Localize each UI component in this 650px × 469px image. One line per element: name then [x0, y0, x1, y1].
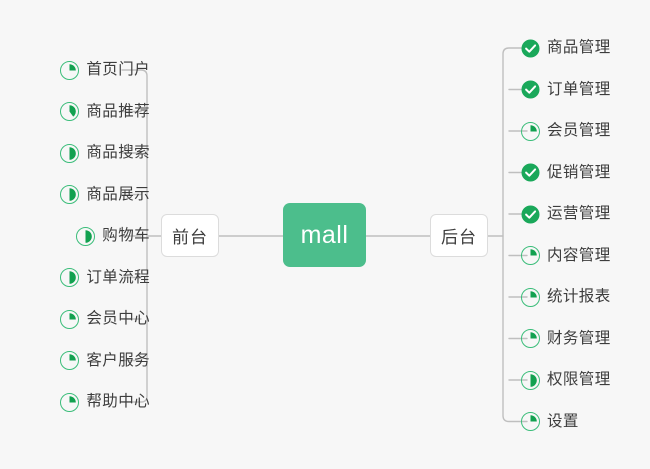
- branch-node-backend-label: 后台: [441, 228, 477, 247]
- leaf-label: 会员管理: [547, 122, 611, 140]
- backend-item-8[interactable]: 财务管理: [521, 324, 611, 354]
- pie-icon: [60, 60, 80, 80]
- pie-icon: [521, 370, 540, 390]
- leaf-label: 商品管理: [547, 39, 611, 57]
- pie-icon: [521, 412, 540, 431]
- pie-icon-wedge: [69, 105, 77, 117]
- leaf-label: 帮助中心: [86, 393, 150, 411]
- pie-icon-ring: [521, 121, 540, 141]
- pie-icon-ring: [60, 185, 80, 204]
- backend-item-9[interactable]: 权限管理: [521, 365, 611, 395]
- pie-icon: [76, 226, 96, 246]
- pie-icon-wedge: [69, 63, 77, 70]
- pie-icon-ring: [60, 351, 80, 370]
- leaf-label: 订单流程: [86, 268, 150, 286]
- backend-item-5[interactable]: 运营管理: [521, 199, 611, 229]
- pie-icon: [521, 287, 540, 307]
- frontend-item-6[interactable]: 订单流程: [60, 263, 150, 293]
- pie-icon-wedge: [530, 415, 537, 422]
- frontend-item-2[interactable]: 商品推荐: [60, 97, 150, 127]
- backend-item-1[interactable]: 商品管理: [521, 33, 611, 63]
- leaf-label: 会员中心: [86, 310, 150, 328]
- frontend-item-5[interactable]: 购物车: [76, 221, 150, 251]
- backend-item-10[interactable]: 设置: [521, 407, 579, 437]
- pie-icon: [60, 268, 80, 287]
- frontend-item-4[interactable]: 商品展示: [60, 180, 150, 210]
- root-node-label: mall: [300, 220, 349, 249]
- pie-icon-wedge: [530, 124, 537, 131]
- pie-icon-wedge: [69, 354, 77, 361]
- frontend-item-1[interactable]: 首页门户: [60, 55, 150, 85]
- pie-icon-ring: [76, 226, 96, 246]
- pie-icon: [521, 246, 540, 265]
- pie-icon-ring: [60, 143, 80, 163]
- pie-icon-wedge: [530, 373, 537, 387]
- check-circle-icon: [521, 205, 540, 224]
- branch-node-frontend[interactable]: 前台: [161, 214, 219, 257]
- pie-icon-wedge: [69, 146, 77, 160]
- pie-icon-ring: [60, 60, 80, 80]
- leaf-label: 运营管理: [547, 205, 611, 223]
- pie-icon-wedge: [69, 312, 77, 319]
- frontend-item-9[interactable]: 帮助中心: [60, 387, 150, 417]
- pie-icon-ring: [521, 412, 540, 431]
- backend-item-4[interactable]: 促销管理: [521, 158, 611, 188]
- pie-icon-ring: [521, 287, 540, 307]
- check-circle-icon: [521, 80, 540, 99]
- backend-item-6[interactable]: 内容管理: [521, 241, 611, 271]
- pie-icon-ring: [521, 370, 540, 390]
- frontend-item-8[interactable]: 客户服务: [60, 346, 150, 376]
- pie-icon-wedge: [85, 229, 93, 243]
- leaf-label: 客户服务: [86, 351, 150, 369]
- backend-item-3[interactable]: 会员管理: [521, 116, 611, 146]
- leaf-label: 首页门户: [86, 61, 150, 79]
- pie-icon-ring: [521, 246, 540, 265]
- check-circle-icon-glyph: [521, 39, 540, 57]
- pie-icon-wedge: [530, 249, 537, 256]
- check-circle-icon-glyph: [521, 205, 540, 223]
- backend-item-2[interactable]: 订单管理: [521, 75, 611, 105]
- pie-icon: [60, 185, 80, 204]
- pie-icon: [60, 392, 80, 412]
- leaf-label: 财务管理: [547, 329, 611, 347]
- check-circle-icon: [521, 163, 540, 182]
- leaf-label: 统计报表: [547, 288, 611, 306]
- leaf-label: 商品推荐: [86, 102, 150, 120]
- leaf-label: 设置: [547, 412, 579, 430]
- check-circle-icon-glyph: [521, 163, 540, 182]
- frontend-item-3[interactable]: 商品搜索: [60, 138, 150, 168]
- leaf-label: 促销管理: [547, 163, 611, 181]
- pie-icon: [521, 329, 540, 348]
- pie-icon-wedge: [69, 271, 77, 284]
- pie-icon-ring: [60, 392, 80, 412]
- backend-item-7[interactable]: 统计报表: [521, 282, 611, 312]
- pie-icon: [60, 143, 80, 163]
- pie-icon: [521, 121, 540, 141]
- pie-icon-wedge: [530, 290, 537, 297]
- pie-icon-ring: [60, 309, 80, 329]
- pie-icon: [60, 309, 80, 329]
- pie-icon-wedge: [69, 395, 77, 402]
- leaf-label: 订单管理: [547, 80, 611, 98]
- leaf-label: 购物车: [102, 227, 150, 245]
- leaf-label: 权限管理: [547, 371, 611, 389]
- leaf-label: 内容管理: [547, 246, 611, 264]
- branch-node-backend[interactable]: 后台: [430, 214, 488, 257]
- branch-node-frontend-label: 前台: [172, 228, 208, 247]
- leaf-label: 商品搜索: [86, 144, 150, 162]
- leaf-label: 商品展示: [86, 185, 150, 203]
- root-node-mall[interactable]: mall: [283, 203, 366, 267]
- check-circle-icon: [521, 39, 540, 58]
- pie-icon-wedge: [530, 332, 537, 339]
- pie-icon: [60, 102, 80, 121]
- pie-icon: [60, 351, 80, 370]
- frontend-item-7[interactable]: 会员中心: [60, 304, 150, 334]
- pie-icon-wedge: [69, 188, 77, 201]
- pie-icon-ring: [60, 268, 80, 287]
- pie-icon-ring: [60, 102, 80, 121]
- check-circle-icon-glyph: [521, 80, 540, 99]
- pie-icon-ring: [521, 329, 540, 348]
